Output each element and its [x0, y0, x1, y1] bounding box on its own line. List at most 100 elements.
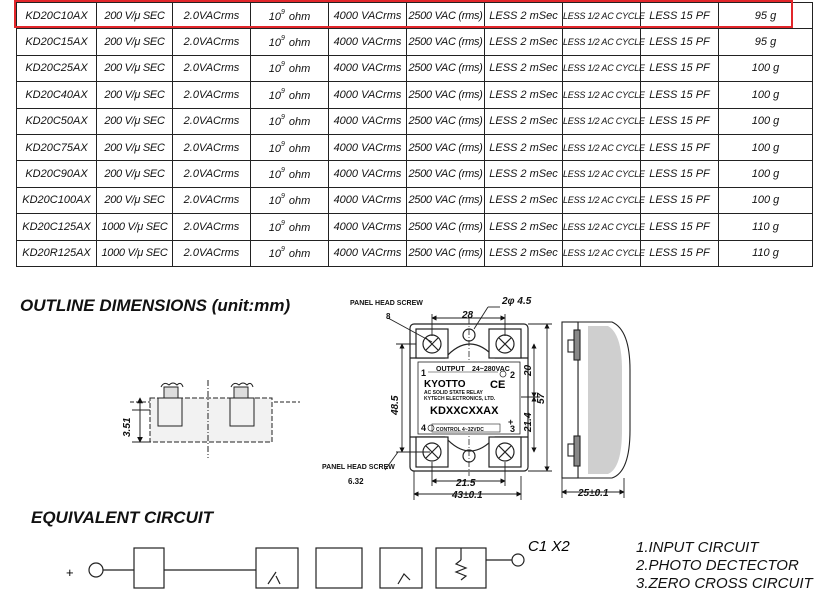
hole-dim: 2φ 4.5 [501, 296, 532, 307]
relay-brand: KYOTTO [424, 379, 466, 390]
table-cell: LESS 1/2 AC CYCLE [562, 213, 645, 241]
table-cell: 2500 VAC (rms) [406, 54, 485, 83]
table-cell: 200 V/μ SEC [96, 28, 173, 56]
table-cell: 200 V/μ SEC [96, 160, 173, 188]
table-cell: 2500 VAC (rms) [406, 107, 485, 135]
table-cell: KD20C125AX [16, 213, 97, 241]
relay-pin1: 1 [421, 368, 426, 378]
circuit-drawing [88, 547, 525, 589]
panel-head-screw-bottom: PANEL HEAD SCREW [322, 464, 395, 471]
right-side-view [561, 321, 631, 498]
table-cell: 2.0VACrms [172, 107, 251, 135]
table-cell: KD20C90AX [16, 160, 97, 188]
table-cell: 2.0VACrms [172, 81, 251, 109]
ce-mark: CE [490, 379, 505, 391]
front-dims [384, 306, 552, 500]
table-cell: 1000 V/μ SEC [96, 239, 173, 267]
table-cell: 2.0VACrms [172, 160, 251, 188]
table-cell: 2500 VAC (rms) [406, 186, 485, 215]
legend-item-3: 3.ZERO CROSS CIRCUIT [636, 575, 813, 592]
table-cell: 2.0VACrms [172, 213, 251, 241]
table-cell: 4000 VACrms [328, 81, 407, 109]
table-cell: LESS 2 mSec [484, 28, 563, 56]
table-cell: KD20C10AX [16, 1, 97, 30]
table-cell: LESS 15 PF [640, 81, 719, 109]
table-cell: LESS 1/2 AC CYCLE [562, 133, 645, 162]
side-view [130, 380, 300, 458]
relay-model: KDXXCXXAX [430, 405, 499, 417]
table-cell: 200 V/μ SEC [96, 1, 173, 30]
relay-pin4: 4 [421, 423, 426, 433]
table-cell: KD20R125AX [16, 239, 97, 267]
table-cell: LESS 2 mSec [484, 54, 563, 83]
dim-28: 28 [461, 310, 474, 321]
table-cell: 2.0VACrms [172, 28, 251, 56]
legend-item-2: 2.PHOTO DECTECTOR [636, 557, 799, 574]
table-cell: 1000 V/μ SEC [96, 213, 173, 241]
relay-line2: KYTECH ELECTRONICS, LTD. [424, 396, 496, 402]
circuit-plus: + [66, 565, 74, 580]
table-cell: KD20C15AX [16, 28, 97, 56]
front-view [409, 318, 529, 476]
table-cell: 95 g [717, 1, 814, 30]
table-cell: 2.0VACrms [172, 133, 251, 162]
table-cell: 100 g [717, 186, 814, 215]
table-cell: LESS 1/2 AC CYCLE [562, 28, 645, 56]
panel-head-screw-top: PANEL HEAD SCREW [350, 300, 423, 307]
table-cell: LESS 15 PF [640, 28, 719, 56]
table-cell: 200 V/μ SEC [96, 133, 173, 162]
table-cell: 2500 VAC (rms) [406, 28, 485, 56]
equivalent-circuit-title: EQUIVALENT CIRCUIT [31, 508, 213, 527]
dim-351: 3.51 [122, 417, 133, 437]
table-cell: KD20C40AX [16, 81, 97, 109]
relay-pin3: 3 [510, 424, 515, 434]
relay-control: CONTROL 4~32VDC [436, 427, 484, 433]
table-cell: 4000 VACrms [328, 28, 407, 56]
table-cell: 4000 VACrms [328, 1, 407, 30]
dim-20: 20 [523, 364, 534, 377]
outline-dimensions-title: OUTLINE DIMENSIONS (unit:mm) [20, 296, 291, 315]
dim-215: 21.5 [455, 478, 476, 489]
table-cell: LESS 1/2 AC CYCLE [562, 160, 645, 188]
dim-43: 43±0.1 [451, 490, 483, 501]
relay-plus: + [508, 417, 513, 427]
table-cell: 100 g [717, 160, 814, 188]
relay-pin2: 2 [510, 370, 515, 380]
table-cell: 2500 VAC (rms) [406, 1, 485, 30]
table-cell: LESS 15 PF [640, 160, 719, 188]
table-cell: 95 g [717, 28, 814, 56]
dim-485: 48.5 [390, 395, 401, 416]
table-cell: 100 g [717, 81, 814, 109]
table-cell: LESS 2 mSec [484, 239, 563, 267]
table-cell: LESS 2 mSec [484, 133, 563, 162]
table-cell: LESS 2 mSec [484, 213, 563, 241]
circuit-c1x2: C1 X2 [528, 538, 570, 555]
relay-output: OUTPUT [436, 366, 466, 373]
table-cell: LESS 1/2 AC CYCLE [562, 54, 645, 83]
table-cell: 200 V/μ SEC [96, 81, 173, 109]
screw-8: 8 [386, 312, 391, 321]
dim-57: 57 [536, 392, 547, 404]
table-cell: LESS 1/2 AC CYCLE [562, 239, 645, 267]
table-cell: LESS 15 PF [640, 239, 719, 267]
dim-25: 25±0.1 [577, 488, 609, 499]
table-cell: 100 g [717, 54, 814, 83]
table-cell: 200 V/μ SEC [96, 54, 173, 83]
table-cell: 2500 VAC (rms) [406, 213, 485, 241]
table-cell: 2500 VAC (rms) [406, 160, 485, 188]
